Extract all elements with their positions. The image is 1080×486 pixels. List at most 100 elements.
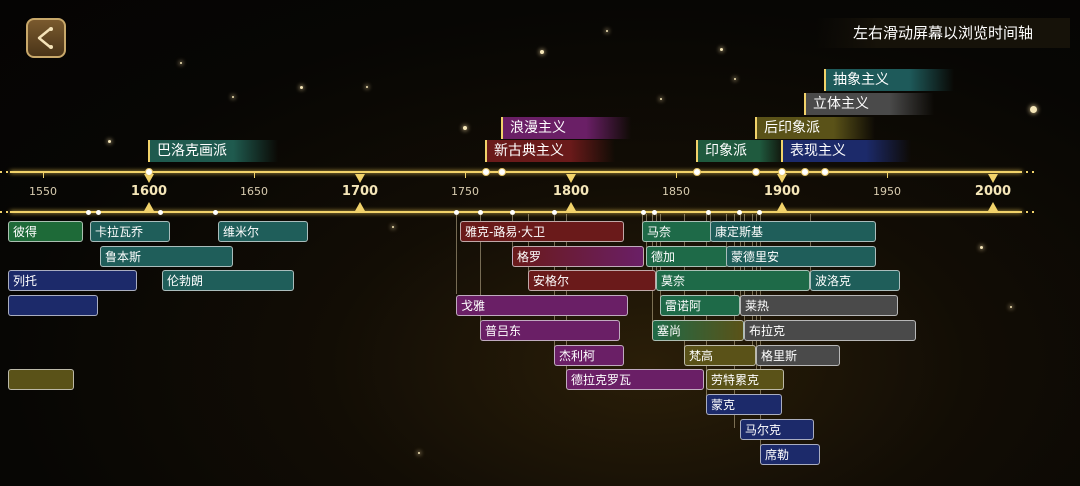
artist-bar[interactable]: 劳特累克 [706,369,784,390]
movement-expressionism[interactable]: 表现主义 [781,140,911,162]
minor-tick [676,172,677,178]
artist-bar[interactable]: 席勒 [760,444,820,465]
guide-line [480,214,481,334]
artist-bar[interactable]: 梵高 [684,345,756,366]
minor-tick [887,172,888,178]
artist-bar[interactable]: 安格尔 [528,270,656,291]
minor-tick [465,172,466,178]
artist-bar[interactable]: 维米尔 [218,221,308,242]
artist-point [552,210,557,215]
star [366,86,368,88]
back-arrow-icon [37,27,53,49]
major-tick [144,202,154,211]
artist-bar[interactable]: 彼得 [8,221,83,242]
artist-bar[interactable]: 卡拉瓦乔 [90,221,170,242]
artist-axis-line [10,211,1022,213]
artist-point [454,210,459,215]
artist-bar[interactable]: 莱热 [740,295,898,316]
major-tick [988,202,998,211]
artist-bar[interactable]: 格里斯 [756,345,840,366]
star [300,86,303,89]
star [606,30,608,32]
artist-bar[interactable]: 布拉克 [744,320,916,341]
axis-dots-left [0,211,22,213]
year-label: 1550 [29,185,57,198]
major-tick [777,202,787,211]
artist-bar[interactable]: 杰利柯 [554,345,624,366]
artist-point [641,210,646,215]
year-label: 1950 [873,185,901,198]
artist-bar[interactable]: 马奈 [642,221,712,242]
artist-point [510,210,515,215]
movement-point[interactable] [693,168,701,176]
movement-point[interactable] [752,168,760,176]
movement-cubism[interactable]: 立体主义 [804,93,934,115]
movement-point[interactable] [498,168,506,176]
artist-bar[interactable]: 戈雅 [456,295,628,316]
movement-neoclassicism[interactable]: 新古典主义 [485,140,615,162]
star [232,96,234,98]
artist-bar[interactable]: 伦勃朗 [162,270,294,291]
artist-point [213,210,218,215]
movement-abstract[interactable]: 抽象主义 [824,69,954,91]
movement-point[interactable] [821,168,829,176]
year-label: 1850 [662,185,690,198]
axis-dots-right [1014,171,1036,173]
year-label: 1600 [130,184,168,199]
artist-bar[interactable]: 蒙德里安 [726,246,876,267]
movement-point[interactable] [482,168,490,176]
artist-point [706,210,711,215]
major-tick [566,202,576,211]
guide-line [528,214,529,274]
guide-line [456,214,457,294]
star [734,78,736,80]
artist-point [86,210,91,215]
movement-impressionism[interactable]: 印象派 [696,140,786,162]
artist-bar[interactable]: 波洛克 [810,270,900,291]
movement-romanticism[interactable]: 浪漫主义 [501,117,631,139]
artist-bar[interactable]: 鲁本斯 [100,246,233,267]
artist-bar[interactable]: 列托 [8,270,137,291]
artist-bar[interactable]: 德拉克罗瓦 [566,369,704,390]
artist-point [478,210,483,215]
major-tick [777,174,787,183]
artist-bar[interactable]: 莫奈 [656,270,810,291]
major-tick [566,174,576,183]
axis-dots-left [0,171,22,173]
movement-axis-line [10,171,1022,173]
movement-baroque[interactable]: 巴洛克画派 [148,140,278,162]
movement-point[interactable] [801,168,809,176]
artist-bar[interactable]: 康定斯基 [710,221,876,242]
movement-point[interactable] [145,168,153,176]
artist-bar-empty[interactable] [8,295,98,316]
year-label: 1750 [451,185,479,198]
year-label: 1700 [341,184,379,199]
movement-post-impressionism[interactable]: 后印象派 [755,117,875,139]
artist-bar[interactable]: 德加 [646,246,728,267]
star [418,452,420,454]
artist-bar[interactable]: 雅克-路易·大卫 [460,221,624,242]
artist-bar-empty[interactable] [8,369,74,390]
star [1030,106,1037,113]
back-button[interactable] [26,18,66,58]
artist-point [652,210,657,215]
artist-bar[interactable]: 蒙克 [706,394,782,415]
artist-bar[interactable]: 塞尚 [652,320,744,341]
artist-point [737,210,742,215]
star [180,62,182,64]
artist-bar[interactable]: 雷诺阿 [660,295,740,316]
movement-point[interactable] [778,168,786,176]
minor-tick [254,172,255,178]
artist-bar[interactable]: 普吕东 [480,320,620,341]
axis-dots-right [1014,211,1036,213]
artist-bar[interactable]: 格罗 [512,246,644,267]
year-label: 2000 [974,184,1012,199]
major-tick [988,174,998,183]
artist-point [757,210,762,215]
year-label: 1650 [240,185,268,198]
artist-bar[interactable]: 马尔克 [740,419,814,440]
star [463,126,467,130]
major-tick [355,174,365,183]
star [108,140,111,143]
star [720,48,723,51]
